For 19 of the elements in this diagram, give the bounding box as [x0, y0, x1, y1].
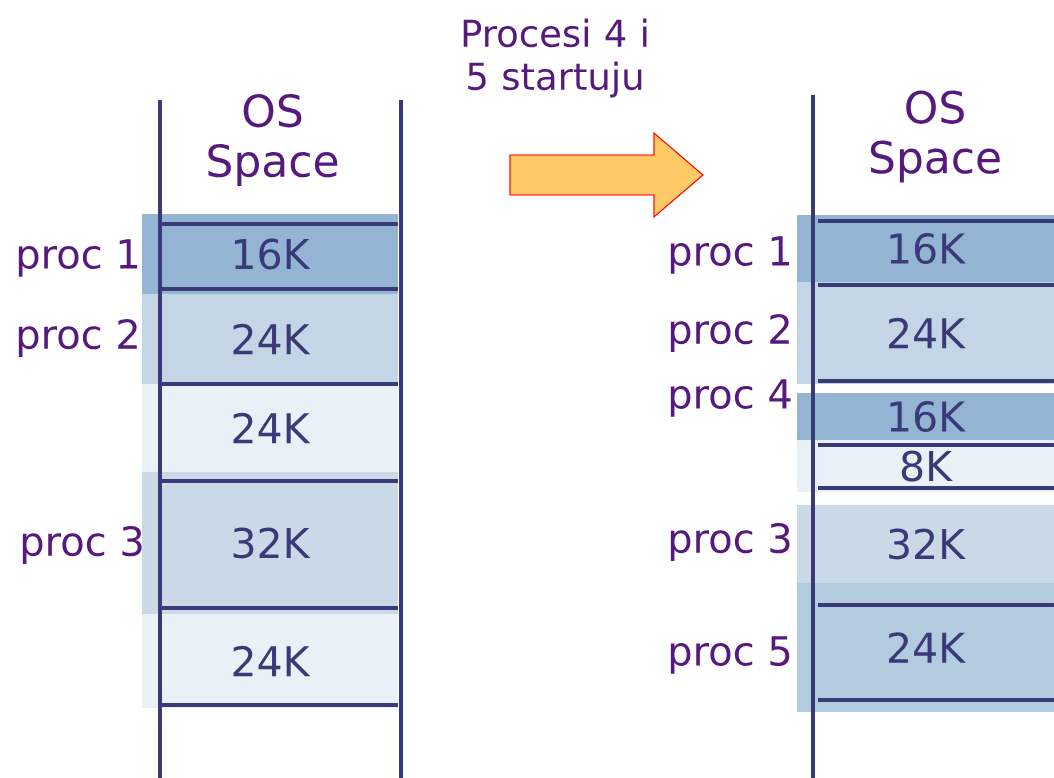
memory-block: 16K	[797, 215, 1054, 282]
memory-block: 32K	[142, 472, 398, 614]
title: Procesi 4 i 5 startuju	[463, 18, 647, 98]
process-label: proc 3	[670, 523, 790, 561]
memory-block: 32K	[797, 505, 1054, 583]
process-label: proc 2	[670, 314, 789, 352]
process-label: proc 1	[670, 236, 790, 274]
memory-block: 16K	[797, 393, 1054, 440]
memory-block: 24K	[797, 583, 1054, 712]
memory-block: 24K	[142, 614, 398, 708]
process-label: proc 3	[22, 526, 142, 564]
heading-label: OS Space	[208, 94, 338, 186]
process-label: proc 5	[670, 636, 790, 674]
process-label: proc 4	[670, 379, 791, 417]
process-label: proc 2	[18, 319, 137, 357]
process-label: proc 1	[18, 239, 138, 277]
heading-label: OS Space	[870, 90, 1000, 183]
memory-block: 24K	[142, 294, 398, 384]
memory-block: 24K	[142, 384, 398, 472]
